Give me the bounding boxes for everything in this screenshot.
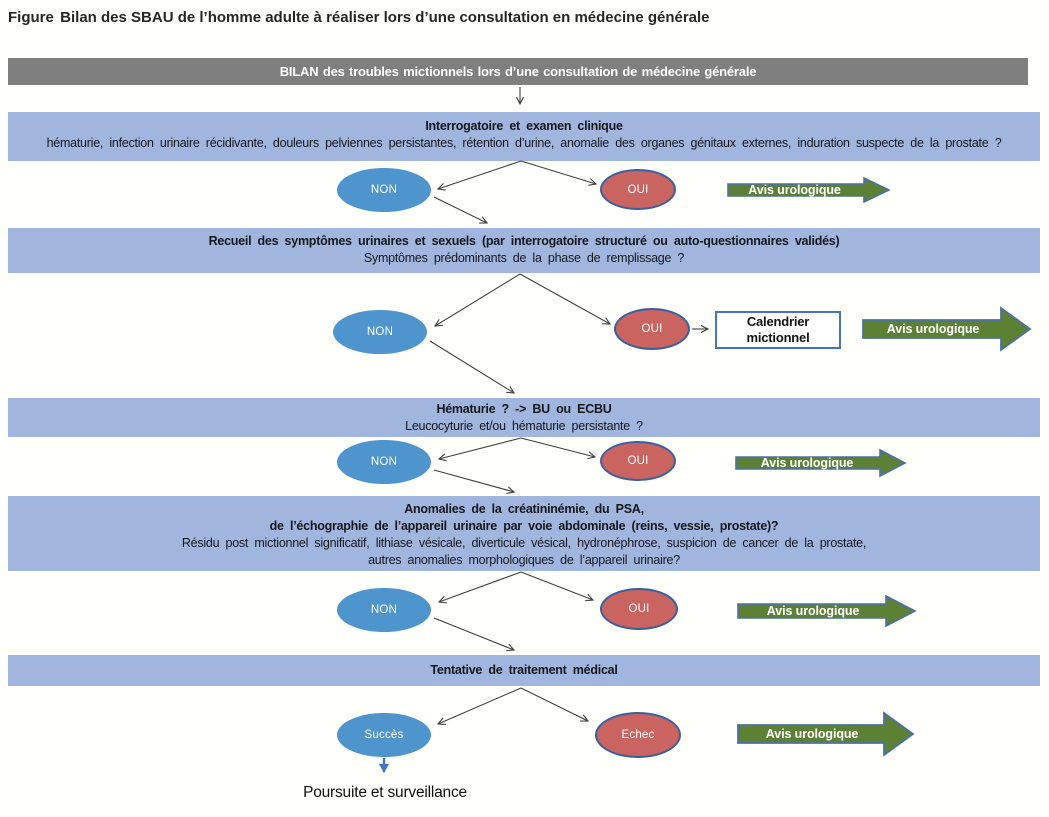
right-block-arrow-icon <box>735 448 907 478</box>
right-block-arrow-icon <box>737 594 917 628</box>
step-title: Tentative de traitement médical <box>430 663 618 677</box>
decision1-oui-ellipse: OUI <box>600 169 676 210</box>
connector-step2-to-non2 <box>433 273 521 327</box>
decision3-avis-urologique-arrow: Avis urologique <box>735 448 907 478</box>
step-bar-traitement: Tentative de traitement médical <box>8 655 1040 686</box>
decision5-avis-urologique-arrow: Avis urologique <box>737 711 915 757</box>
decision1-avis-urologique-arrow: Avis urologique <box>727 177 890 203</box>
decision3-oui-label: OUI <box>627 455 649 467</box>
step-subtitle: Leucocyturie et/ou hématurie persistante… <box>405 419 643 433</box>
connector-non2-to-step3 <box>429 340 516 394</box>
step-bar-interrogatoire: Interrogatoire et examen clinique hématu… <box>8 112 1040 161</box>
step-title-line2: de l’échographie de l’appareil urinaire … <box>269 519 779 533</box>
decision2-non-label: NON <box>366 326 394 338</box>
decision2-avis-urologique-arrow: Avis urologique <box>862 306 1032 352</box>
decision3-non-ellipse: NON <box>337 440 431 484</box>
poursuite-surveillance-label: Poursuite et surveillance <box>303 784 467 801</box>
calendrier-mictionnel-box: Calendrier mictionnel <box>715 311 841 349</box>
step-bar-hematurie: Hématurie ? -> BU ou ECBU Leucocyturie e… <box>8 398 1040 437</box>
decision4-non-label: NON <box>370 604 398 616</box>
step-subtitle: hématurie, infection urinaire récidivant… <box>46 136 1002 150</box>
figure-title: Bilan des SBAU de l’homme adulte à réali… <box>60 9 710 26</box>
connector-non3-to-step4 <box>433 469 516 495</box>
header-bar: BILAN des troubles mictionnels lors d’un… <box>8 58 1028 85</box>
connector-step5-to-succes <box>436 687 522 725</box>
step-bar-anomalies: Anomalies de la créatininémie, du PSA, d… <box>8 496 1040 571</box>
decision3-oui-ellipse: OUI <box>600 441 676 481</box>
connector-step4-to-non4 <box>437 571 522 604</box>
calendar-line1: Calendrier <box>746 314 810 329</box>
connector-step2-to-oui2 <box>519 273 612 325</box>
decision4-oui-label: OUI <box>628 603 650 615</box>
step-title: Interrogatoire et examen clinique <box>425 119 623 133</box>
decision5-echec-label: Echec <box>621 729 655 741</box>
step-title-line1: Anomalies de la créatininémie, du PSA, <box>404 502 644 516</box>
decision2-oui-label: OUI <box>641 323 663 335</box>
connector-non1-to-step2 <box>433 196 489 224</box>
decision3-non-label: NON <box>370 456 398 468</box>
connector-step4-to-oui4 <box>520 571 595 602</box>
step-bar-recueil-symptomes: Recueil des symptômes urinaires et sexue… <box>8 228 1040 273</box>
connector-non4-to-step5 <box>433 617 516 652</box>
right-block-arrow-icon <box>737 711 915 757</box>
calendar-line2: mictionnel <box>746 330 810 345</box>
decision1-non-label: NON <box>370 184 398 196</box>
decision1-non-ellipse: NON <box>337 168 431 212</box>
avis-urologique-label: Avis urologique <box>748 183 841 197</box>
right-block-arrow-icon <box>862 306 1032 352</box>
right-block-arrow-icon <box>727 177 890 203</box>
decision4-non-ellipse: NON <box>337 588 431 632</box>
decision2-oui-ellipse: OUI <box>614 308 690 350</box>
figure-caption: Figure Bilan des SBAU de l’homme adulte … <box>8 9 710 26</box>
step-title: Recueil des symptômes urinaires et sexue… <box>208 234 840 248</box>
decision5-succes-label: Succès <box>364 729 404 741</box>
connector-step1-to-oui1 <box>520 160 598 186</box>
connector-step5-to-echec <box>520 687 590 722</box>
avis-urologique-label: Avis urologique <box>886 322 980 336</box>
decision2-non-ellipse: NON <box>333 310 427 354</box>
connector-step3-to-non3 <box>437 437 522 462</box>
avis-urologique-label: Avis urologique <box>766 604 860 618</box>
decision1-oui-label: OUI <box>627 183 649 196</box>
step-title: Hématurie ? -> BU ou ECBU <box>436 402 612 416</box>
connector-step1-to-non1 <box>436 160 522 191</box>
decision5-succes-ellipse: Succès <box>337 713 431 757</box>
step-subtitle: Symptômes prédominants de la phase de re… <box>363 251 685 265</box>
decision4-avis-urologique-arrow: Avis urologique <box>737 594 917 628</box>
avis-urologique-label: Avis urologique <box>765 727 859 741</box>
header-title: BILAN des troubles mictionnels lors d’un… <box>279 64 757 79</box>
avis-urologique-label: Avis urologique <box>760 456 854 470</box>
decision5-echec-ellipse: Echec <box>595 712 681 758</box>
decision4-oui-ellipse: OUI <box>600 588 678 630</box>
connector-step3-to-oui3 <box>520 437 597 460</box>
step-subtitle-line2: autres anomalies morphologiques de l’app… <box>368 553 680 567</box>
figure-label: Figure <box>8 9 54 26</box>
step-subtitle-line1: Résidu post mictionnel significatif, lit… <box>181 536 867 550</box>
